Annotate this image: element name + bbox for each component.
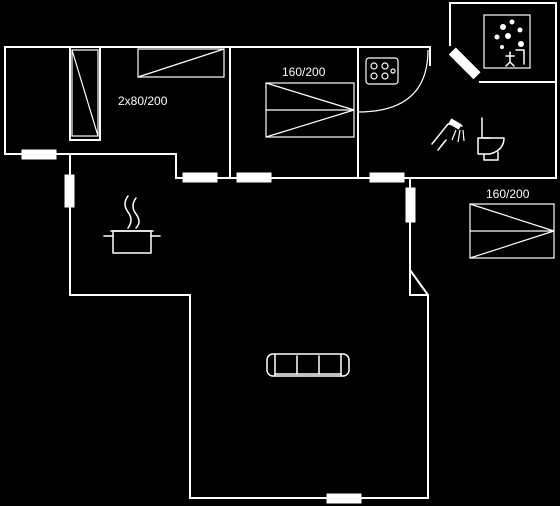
bed-label-right: 160/200 — [486, 187, 530, 201]
bed-label-top: 160/200 — [282, 65, 326, 79]
window-bottom — [326, 493, 362, 504]
bed-double-top — [265, 82, 355, 138]
toilet-icon — [477, 117, 505, 161]
window-left-side — [64, 174, 75, 208]
bed-label-left: 2x80/200 — [118, 94, 168, 108]
window-hall-1 — [182, 172, 218, 183]
bed-double-right — [469, 203, 555, 259]
cooking-pot-icon — [103, 195, 161, 254]
window-hall-3 — [369, 172, 405, 183]
sauna-icon — [483, 14, 531, 69]
windows — [21, 47, 481, 504]
shower-icon — [431, 118, 465, 151]
window-bathroom-diag — [448, 47, 481, 80]
door-swing — [357, 49, 429, 113]
bed-left-top — [137, 48, 225, 78]
sofa-icon — [266, 353, 350, 377]
window-right-side — [405, 187, 416, 223]
window-hall-2 — [236, 172, 272, 183]
hob-icon — [365, 57, 399, 85]
bed-left — [71, 49, 99, 137]
window-left-bottom — [21, 149, 57, 160]
